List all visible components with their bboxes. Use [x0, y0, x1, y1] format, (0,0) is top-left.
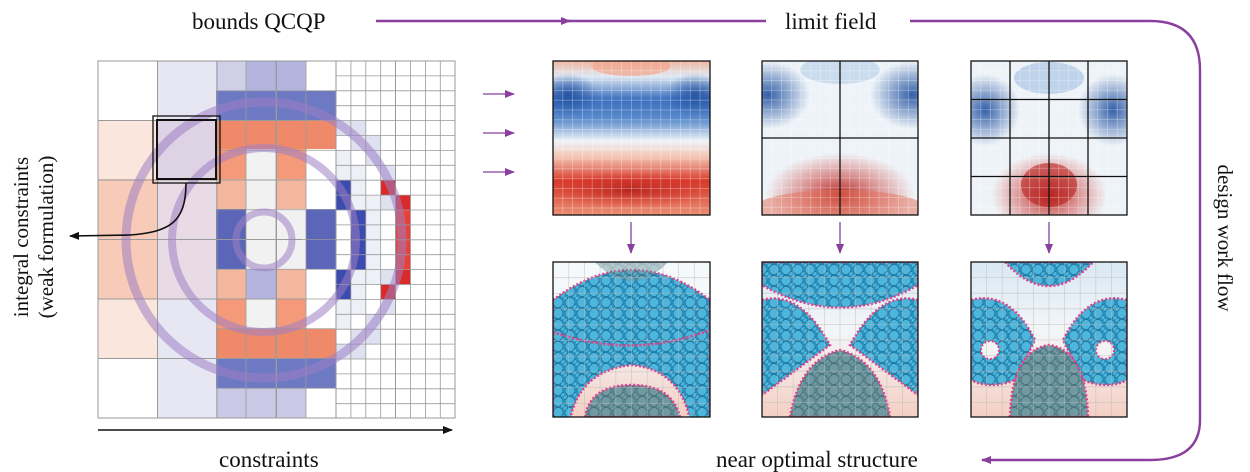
workflow-arrow: [910, 19, 1202, 464]
field-to-structure-arrows: [627, 222, 1053, 254]
weak-formulation-line: (weak formulation): [34, 155, 59, 319]
integral-constraints-label: integral constraints (weak formulation): [9, 117, 59, 357]
design-work-flow-label: design work flow: [1213, 164, 1237, 312]
structure-panel-1: [553, 262, 710, 417]
integral-constraints-line: integral constraints: [9, 156, 33, 318]
near-optimal-structure-label: near optimal structure: [716, 447, 918, 472]
weak-formulation-callout: [69, 182, 187, 240]
adaptive-constraint-grid: [98, 61, 455, 418]
structure-panel-2: [762, 262, 918, 417]
structure-panel-3: [971, 262, 1127, 417]
limit-field-panel-1: [553, 61, 710, 215]
input-arrows: [483, 90, 515, 176]
limit-field-label: limit field: [785, 9, 877, 34]
bounds-qcqp-label: bounds QCQP: [192, 9, 326, 34]
constraints-label: constraints: [219, 447, 319, 472]
